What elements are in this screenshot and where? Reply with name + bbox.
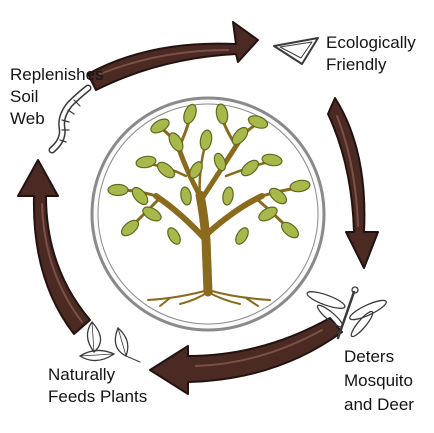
label-line: Web [10, 109, 45, 128]
label-naturally-feeds-plants: Naturally Feeds Plants [48, 365, 147, 406]
label-line: Soil [10, 87, 38, 106]
arrow-top [87, 21, 259, 91]
arrow-left [17, 159, 91, 335]
dragonfly-wing [316, 304, 344, 328]
dragonfly-wing [306, 291, 346, 309]
label-line: Mosquito [344, 371, 413, 390]
arrow-right-highlight [336, 115, 359, 227]
arrow-highlights [41, 49, 359, 367]
arrow-bottom [149, 317, 343, 395]
arrow-left-highlight [41, 203, 83, 323]
label-line: Replenishes [10, 65, 104, 84]
triangle-leaf-icon [273, 37, 319, 65]
label-line: Deters [344, 347, 394, 366]
tree-roots [147, 289, 271, 307]
arrow-top-highlight [99, 49, 229, 75]
dragonfly-body [336, 290, 356, 340]
tree-icon [107, 103, 311, 307]
cycle-arrows [17, 21, 379, 395]
label-ecologically-friendly: Ecologically Friendly [326, 33, 421, 74]
arrow-bottom-highlight [195, 329, 323, 367]
dragonfly-wing [349, 299, 387, 321]
dragonfly-head [351, 286, 359, 294]
label-deters-mosquito-deer: Deters Mosquito and Deer [344, 347, 418, 414]
worm-icon [48, 84, 92, 154]
label-replenishes-soil-web: Replenishes Soil Web [10, 65, 108, 128]
dragonfly-icon [306, 286, 387, 340]
label-line: Naturally [48, 365, 116, 384]
label-line: Feeds Plants [48, 387, 147, 406]
label-line: Friendly [326, 55, 387, 74]
arrow-right [327, 97, 379, 269]
dragonfly-wing [350, 310, 374, 338]
tree-leaves [107, 103, 311, 245]
label-line: Ecologically [326, 33, 416, 52]
leaves-icon [78, 320, 141, 363]
label-line: and Deer [344, 395, 414, 414]
